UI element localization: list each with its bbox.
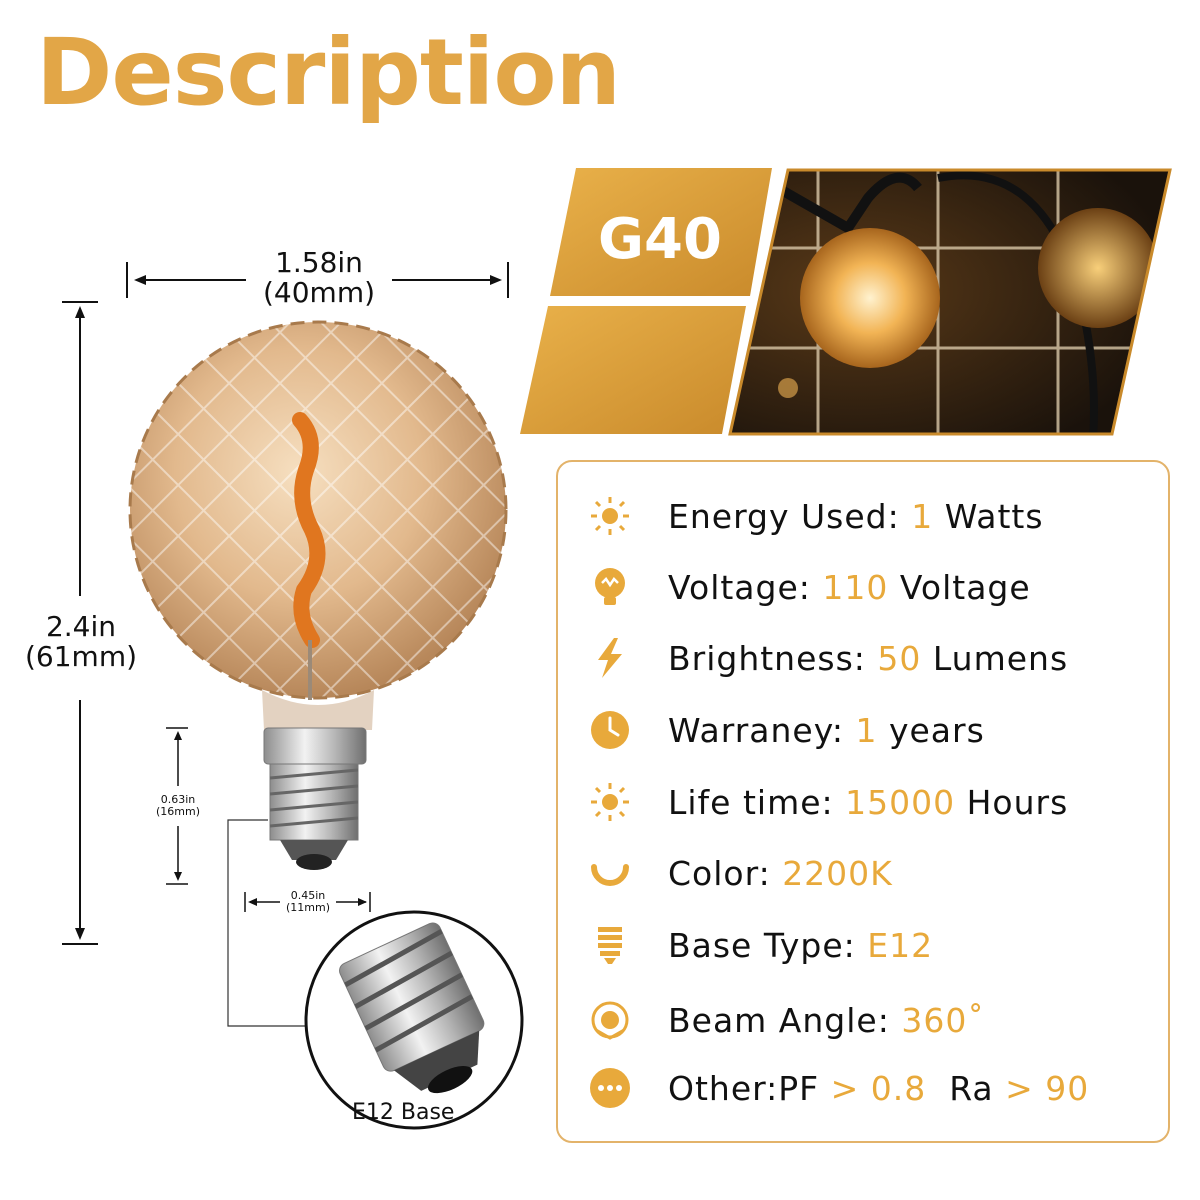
base-width-mm: (11mm) (285, 901, 330, 914)
base-width-dimension-line (244, 892, 371, 912)
spec-text-base-type: Base Type: E12 (668, 925, 934, 965)
bulb-icon (588, 565, 632, 609)
clock-icon (588, 708, 632, 752)
width-label: 1.58in (40mm) (238, 248, 400, 308)
spec-card: Energy Used: 1 Watts Voltage: 110 Voltag… (556, 460, 1170, 1143)
spec-text-beam-angle: Beam Angle: 360˚ (668, 1000, 985, 1040)
spec-text-brightness: Brightness: 50 Lumens (668, 638, 1069, 678)
height-mm: (61mm) (24, 640, 138, 673)
bulb-type-label: G40 (598, 206, 722, 272)
callout-connector (227, 819, 318, 1027)
spec-row-beam-angle: Beam Angle: 360˚ (588, 990, 985, 1050)
lightning-icon (588, 636, 632, 680)
spec-row-warranty: Warraney: 1 years (588, 700, 985, 760)
spec-row-color: Color: 2200K (588, 843, 893, 903)
spec-row-voltage: Voltage: 110 Voltage (588, 557, 1031, 617)
base-height-dimension-line (166, 727, 188, 885)
base-width-label: 0.45in (11mm) (276, 890, 340, 914)
base-icon (588, 923, 632, 967)
sun-icon (588, 494, 632, 538)
base-height-label: 0.63in (16mm) (144, 794, 212, 818)
height-inches: 2.4in (45, 610, 117, 643)
spec-row-brightness: Brightness: 50 Lumens (588, 628, 1068, 688)
e12-base-zoom (304, 910, 524, 1130)
base-width-inches: 0.45in (290, 889, 326, 902)
height-dimension-line (62, 301, 98, 945)
string-light-photo (730, 170, 1170, 434)
banner-bottom-shape (520, 306, 746, 434)
sun-icon (588, 780, 632, 824)
width-dimension-line (126, 262, 509, 298)
spec-row-lifetime: Life time: 15000 Hours (588, 772, 1068, 832)
e12-base-label: E12 Base (352, 1100, 455, 1125)
beam-icon (588, 998, 632, 1042)
bulb-base (263, 727, 367, 870)
spec-text-energy: Energy Used: 1 Watts (668, 496, 1044, 536)
width-inches: 1.58in (275, 246, 363, 279)
spec-text-other: Other:PF > 0.8 Ra > 90 (668, 1068, 1090, 1108)
dots-icon (588, 1066, 632, 1110)
spec-row-base-type: Base Type: E12 (588, 915, 933, 975)
page-title: Description (36, 19, 621, 126)
width-mm: (40mm) (262, 276, 376, 309)
bulb-globe (128, 320, 508, 730)
spec-text-color: Color: 2200K (668, 853, 893, 893)
filament (292, 412, 326, 648)
spec-row-energy: Energy Used: 1 Watts (588, 486, 1044, 546)
banner-graphic (520, 168, 1172, 436)
spec-text-voltage: Voltage: 110 Voltage (668, 567, 1031, 607)
arc-icon (588, 851, 632, 895)
bulb-diagram (62, 262, 524, 1130)
base-height-inches: 0.63in (160, 793, 196, 806)
spec-text-lifetime: Life time: 15000 Hours (668, 782, 1069, 822)
height-label: 2.4in (61mm) (4, 612, 158, 672)
banner-top-shape (550, 168, 772, 296)
spec-text-warranty: Warraney: 1 years (668, 710, 985, 750)
base-height-mm: (16mm) (155, 805, 200, 818)
spec-row-other: Other:PF > 0.8 Ra > 90 (588, 1058, 1089, 1118)
